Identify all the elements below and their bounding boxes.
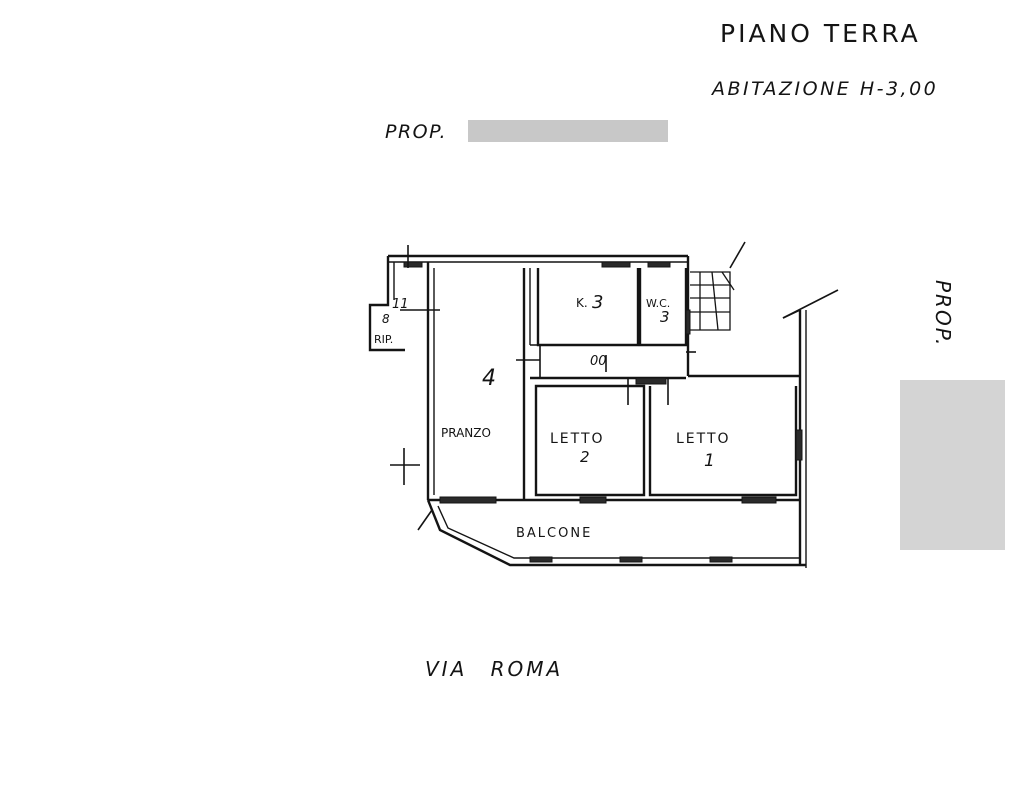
- sheet-title: PIANO TERRA: [720, 19, 921, 48]
- room-number-letto1: 1: [704, 451, 715, 471]
- street-label: VIA ROMA: [425, 657, 563, 681]
- room-label-wc: W.C.: [646, 297, 670, 310]
- room-label-balcone: BALCONE: [516, 526, 592, 541]
- room-area-disimpegno: 00: [590, 354, 607, 369]
- door-marks: [390, 245, 440, 531]
- neighbor-label-top: PROP.: [385, 121, 447, 143]
- room-label-pranzo: PRANZO: [441, 426, 491, 440]
- room-area-rip: 8: [382, 312, 390, 326]
- room-label-cucina: K.: [576, 296, 588, 310]
- room-label-letto1: LETTO: [676, 431, 731, 447]
- room-number-rip: 11: [392, 297, 409, 312]
- balcone-outline: [426, 499, 806, 567]
- room-label-letto2: LETTO: [550, 431, 605, 447]
- stair: [690, 271, 735, 331]
- room-number-letto2: 2: [580, 448, 590, 466]
- room-label-rip: RIP.: [374, 333, 393, 346]
- interior-walls: [516, 268, 798, 500]
- exterior-walls: [368, 241, 839, 568]
- room-number-wc: 3: [660, 308, 670, 326]
- room-number-pranzo: 4: [482, 366, 496, 391]
- sheet-subtitle: ABITAZIONE H-3,00: [710, 78, 938, 100]
- neighbor-label-right: PROP.: [931, 280, 955, 347]
- redacted-name-top: [468, 120, 668, 142]
- redacted-name-right: [900, 380, 1005, 550]
- room-number-cucina: 3: [592, 292, 603, 313]
- windows: [403, 261, 803, 504]
